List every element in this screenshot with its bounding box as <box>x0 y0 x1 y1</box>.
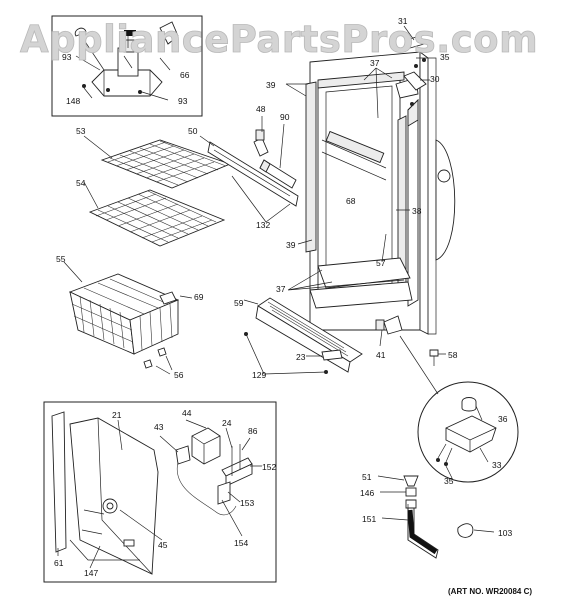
callout-35: 35 <box>440 52 450 62</box>
callout-90: 90 <box>280 112 290 122</box>
callout-132: 132 <box>256 220 270 230</box>
callout-154: 154 <box>234 538 248 548</box>
watermark: AppliancePartsPros.com <box>20 18 538 61</box>
callout-153: 153 <box>240 498 254 508</box>
callout-21: 21 <box>112 410 122 420</box>
callout-61: 61 <box>54 558 64 568</box>
callout-152: 152 <box>262 462 276 472</box>
callout-56: 56 <box>174 370 184 380</box>
wire-basket <box>68 273 180 355</box>
callout-50: 50 <box>188 126 198 136</box>
bottom-hinge-part <box>436 397 497 466</box>
callout-54: 54 <box>76 178 86 188</box>
callout-36: 36 <box>498 414 508 424</box>
callout-68: 68 <box>346 196 356 206</box>
callout-23: 23 <box>296 352 306 362</box>
relay-capacitor <box>175 427 237 516</box>
callout-59: 59 <box>234 298 244 308</box>
inset-box-control-bracket <box>51 15 203 117</box>
callout-148: 148 <box>66 96 80 106</box>
detail-leader <box>399 335 439 395</box>
inset-box-machine-compartment <box>43 401 277 583</box>
callout-31: 31 <box>398 16 408 26</box>
callout-58: 58 <box>448 350 458 360</box>
detail-circle-hinge <box>417 381 519 483</box>
callout-39: 39 <box>266 80 276 90</box>
callout-35-lower: 35 <box>444 476 454 486</box>
callout-37: 37 <box>370 58 380 68</box>
drain-tube-assembly <box>403 475 474 559</box>
callout-66: 66 <box>180 70 190 80</box>
callout-151: 151 <box>362 514 376 524</box>
callout-37-lower: 37 <box>276 284 286 294</box>
callout-93: 93 <box>62 52 72 62</box>
machine-compartment-cover <box>51 411 159 575</box>
callout-86: 86 <box>248 426 258 436</box>
callout-69: 69 <box>194 292 204 302</box>
callout-38: 38 <box>412 206 422 216</box>
freezer-cabinet <box>305 51 456 366</box>
callout-44: 44 <box>182 408 192 418</box>
callout-39-lower: 39 <box>286 240 296 250</box>
callout-30: 30 <box>430 74 440 84</box>
callout-45: 45 <box>158 540 168 550</box>
callout-33: 33 <box>492 460 502 470</box>
callout-55: 55 <box>56 254 66 264</box>
wire-shelf-lower <box>88 189 226 247</box>
air-duct-part <box>207 129 299 207</box>
callout-129: 129 <box>252 370 266 380</box>
bracket-clip <box>217 444 253 505</box>
callout-48: 48 <box>256 104 266 114</box>
callout-53: 53 <box>76 126 86 136</box>
callout-103: 103 <box>498 528 512 538</box>
callout-146: 146 <box>360 488 374 498</box>
toe-grille <box>244 297 363 374</box>
art-number: (ART NO. WR20084 C) <box>448 587 532 596</box>
hinge-assembly <box>395 35 427 106</box>
callout-147: 147 <box>84 568 98 578</box>
callout-24: 24 <box>222 418 232 428</box>
callout-43: 43 <box>154 422 164 432</box>
callout-93-lower: 93 <box>178 96 188 106</box>
small-clips <box>143 291 177 369</box>
control-bracket-part <box>74 21 179 97</box>
callout-labels: 93 66 148 93 31 35 37 30 39 48 90 50 53 … <box>54 16 512 578</box>
callout-57: 57 <box>376 258 386 268</box>
callout-51: 51 <box>362 472 372 482</box>
callout-41: 41 <box>376 350 386 360</box>
